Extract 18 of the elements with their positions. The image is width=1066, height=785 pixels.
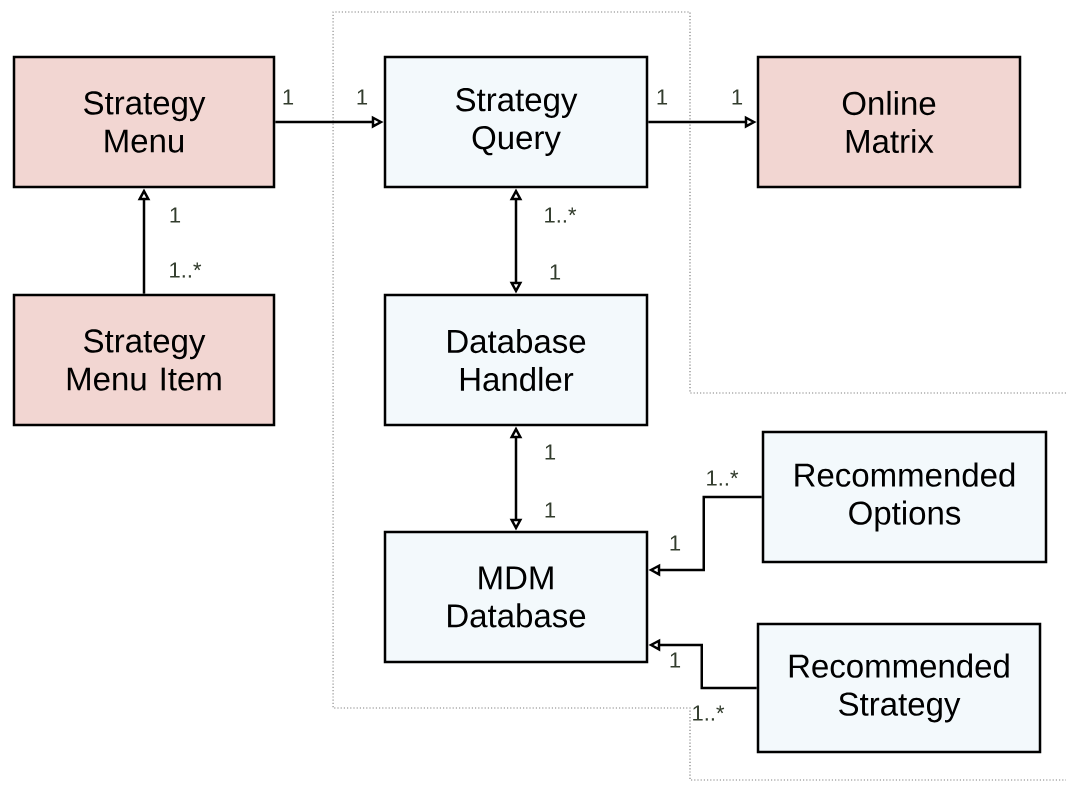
multiplicity-label: 1..*: [693, 705, 725, 721]
multiplicity-label: 1: [670, 535, 681, 551]
multiplicity-label: 1..*: [545, 207, 577, 223]
multiplicity-label: 1: [357, 89, 368, 105]
class-box: MDM Database: [383, 530, 649, 664]
multiplicity-label: 1..*: [707, 470, 739, 486]
class-box: Strategy Query: [383, 55, 649, 189]
class-box: Online Matrix: [756, 55, 1022, 189]
class-box: Recommended Options: [761, 430, 1048, 564]
class-box: Recommended Strategy: [756, 622, 1042, 754]
class-box: Strategy Menu: [12, 55, 276, 189]
multiplicity-label: 1: [170, 207, 181, 223]
class-box: Strategy Menu Item: [12, 293, 276, 427]
class-box: Database Handler: [383, 293, 649, 427]
multiplicity-label: 1: [657, 89, 668, 105]
multiplicity-label: 1: [732, 89, 743, 105]
multiplicity-label: 1: [670, 652, 681, 668]
multiplicity-label: 1: [283, 89, 294, 105]
